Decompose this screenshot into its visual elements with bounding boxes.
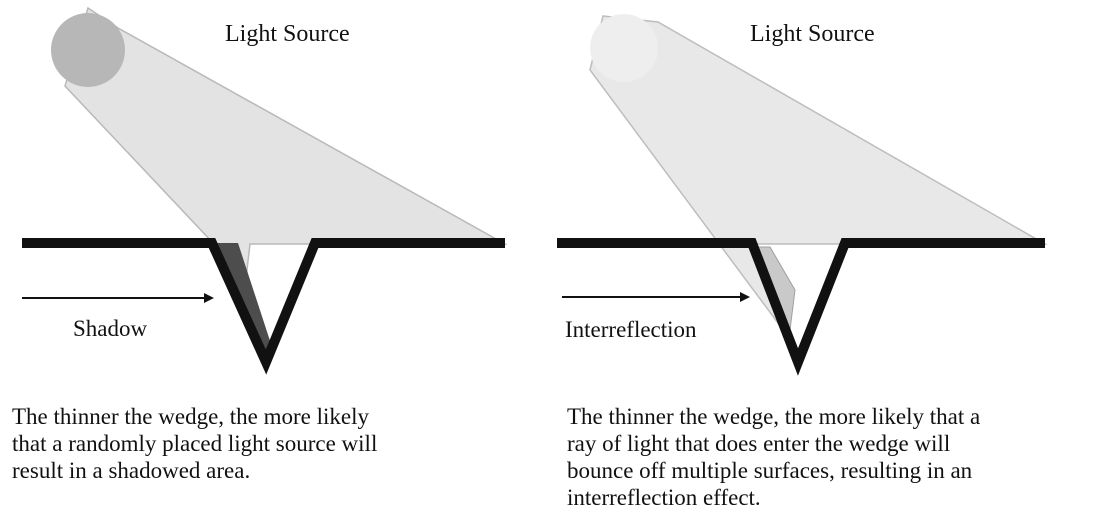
left-panel: Light Source Shadow <box>22 6 508 375</box>
left-light-beam <box>64 6 508 280</box>
left-surface-line <box>22 238 505 375</box>
left-light-source-icon <box>51 13 125 87</box>
right-light-source-icon <box>590 14 658 82</box>
right-caption: The thinner the wedge, the more likely t… <box>567 404 981 510</box>
right-interreflection-label: Interreflection <box>565 317 697 342</box>
right-light-source-title: Light Source <box>750 21 875 47</box>
left-shadow-label: Shadow <box>73 316 148 341</box>
left-light-source-title: Light Source <box>225 21 350 47</box>
right-panel: Light Source Interreflection <box>557 14 1048 376</box>
right-surface-line <box>557 238 1045 376</box>
left-caption: The thinner the wedge, the more likely t… <box>12 404 378 483</box>
